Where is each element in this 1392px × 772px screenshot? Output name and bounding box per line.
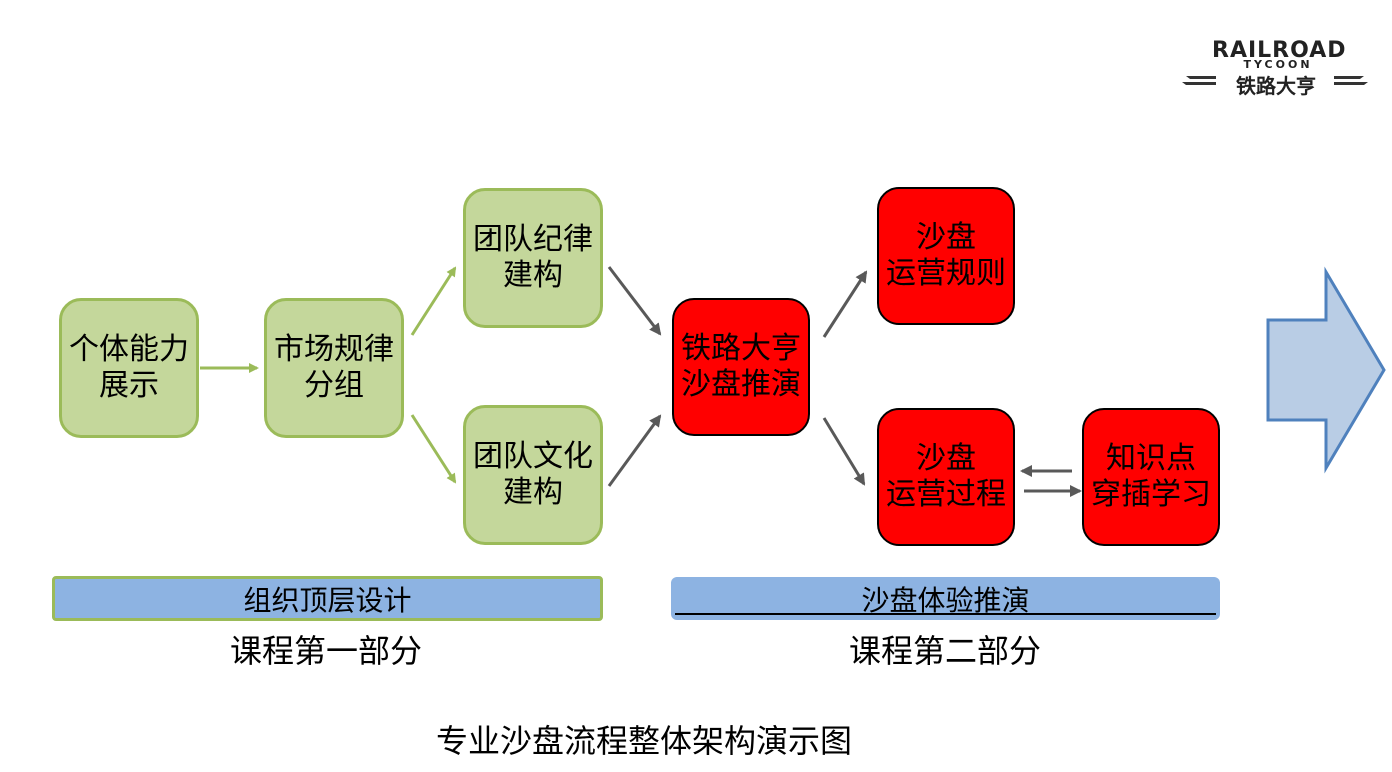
logo-tycoon-text: TYCOON bbox=[1243, 58, 1313, 71]
node-team-culture: 团队文化 建构 bbox=[463, 405, 603, 545]
railroad-tycoon-logo: RAILROAD TYCOON 铁路大亨 bbox=[1180, 36, 1370, 98]
diagram-caption: 专业沙盘流程整体架构演示图 bbox=[436, 722, 853, 760]
node-text-line: 市场规律 bbox=[274, 332, 394, 367]
node-text-line: 展示 bbox=[99, 368, 159, 403]
bar-sandbox-experience-label: 沙盘体验推演 bbox=[861, 583, 1030, 617]
bar-underline bbox=[675, 613, 1216, 615]
logo-chinese-text: 铁路大亨 bbox=[1236, 74, 1316, 98]
big-right-arrow-icon bbox=[1266, 266, 1386, 474]
node-text-line: 沙盘 bbox=[916, 220, 976, 255]
node-text-line: 沙盘 bbox=[916, 441, 976, 476]
node-text-line: 团队纪律 bbox=[473, 222, 593, 257]
node-operation-process: 沙盘 运营过程 bbox=[877, 408, 1015, 546]
node-text-line: 建构 bbox=[503, 475, 563, 510]
node-text-line: 建构 bbox=[503, 258, 563, 293]
course-part-one-label: 课程第一部分 bbox=[230, 632, 423, 670]
node-text-line: 穿插学习 bbox=[1091, 477, 1211, 512]
node-text-line: 运营过程 bbox=[886, 477, 1006, 512]
node-text-line: 个体能力 bbox=[69, 332, 189, 367]
arrow-market-to-culture bbox=[410, 414, 457, 484]
arrow-culture-to-railroad bbox=[607, 414, 662, 487]
arrow-railroad-to-rules bbox=[822, 270, 868, 338]
node-text-line: 沙盘推演 bbox=[681, 367, 801, 402]
node-text-line: 知识点 bbox=[1106, 441, 1196, 476]
node-team-discipline: 团队纪律 建构 bbox=[463, 188, 603, 328]
arrow-discipline-to-railroad bbox=[607, 266, 662, 336]
node-railroad-sandbox: 铁路大亨 沙盘推演 bbox=[672, 298, 810, 436]
logo-railroad-text: RAILROAD bbox=[1212, 38, 1347, 63]
arrow-railroad-to-process bbox=[822, 417, 866, 486]
node-text-line: 团队文化 bbox=[473, 439, 593, 474]
node-individual-ability: 个体能力 展示 bbox=[59, 298, 199, 438]
node-knowledge-learning: 知识点 穿插学习 bbox=[1082, 408, 1220, 546]
node-text-line: 铁路大亨 bbox=[681, 331, 801, 366]
arrow-market-to-discipline bbox=[410, 266, 457, 336]
node-operation-rules: 沙盘 运营规则 bbox=[877, 187, 1015, 325]
course-part-two-label: 课程第二部分 bbox=[849, 632, 1042, 670]
node-text-line: 运营规则 bbox=[886, 256, 1006, 291]
logo-wings-icon bbox=[1182, 76, 1368, 85]
node-text-line: 分组 bbox=[304, 368, 364, 403]
bar-sandbox-experience: 沙盘体验推演 bbox=[671, 577, 1220, 620]
bar-org-top-design: 组织顶层设计 bbox=[52, 576, 603, 621]
node-market-grouping: 市场规律 分组 bbox=[264, 298, 404, 438]
